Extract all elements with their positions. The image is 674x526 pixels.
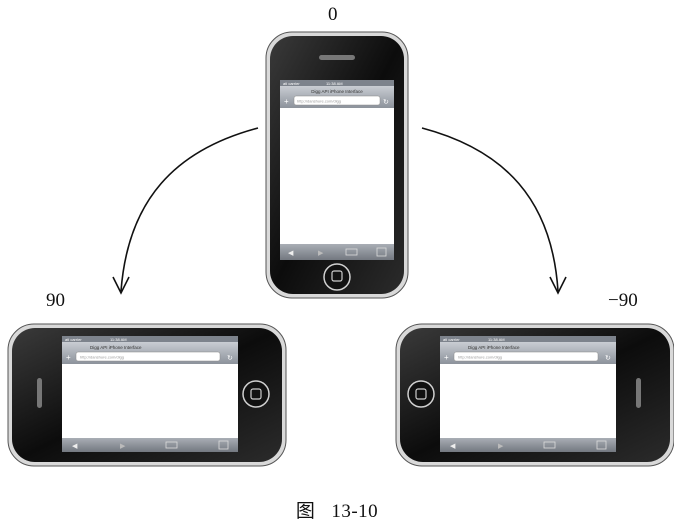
portrait-screen: atl carrier 11:38 AM Digg API iPhone Int…: [280, 80, 394, 260]
forward-icon[interactable]: ▶: [318, 250, 324, 257]
landscape-right-screen: atl carrier 11:38 AM Digg API iPhone Int…: [440, 336, 616, 452]
bookmarks-icon[interactable]: [543, 441, 556, 449]
back-icon[interactable]: ◀: [450, 443, 456, 450]
bookmarks-icon[interactable]: [165, 441, 178, 449]
url-text: http://danshure.com/digg: [297, 99, 341, 104]
add-icon[interactable]: +: [444, 353, 449, 362]
caption-prefix: 图: [295, 501, 316, 522]
forward-icon[interactable]: ▶: [498, 443, 504, 450]
status-time: 11:38 AM: [488, 337, 505, 342]
url-field[interactable]: [453, 351, 599, 362]
landscape-left-screen: atl carrier 11:38 AM Digg API iPhone Int…: [62, 336, 238, 452]
speaker-icon: [636, 378, 641, 408]
add-icon[interactable]: +: [66, 353, 71, 362]
pages-icon[interactable]: [218, 440, 229, 450]
rotation-label-left: 90: [46, 290, 65, 311]
page-title: Digg API iPhone Interface: [311, 89, 363, 94]
status-carrier: atl carrier: [283, 81, 300, 86]
page-title: Digg API iPhone Interface: [468, 345, 520, 350]
phone-portrait: atl carrier 11:38 AM Digg API iPhone Int…: [265, 31, 409, 299]
url-field[interactable]: [75, 351, 221, 362]
back-icon[interactable]: ◀: [288, 250, 294, 257]
home-button-icon: [242, 380, 270, 408]
home-button-icon: [407, 380, 435, 408]
home-button-icon: [323, 263, 351, 291]
rotation-label-right: −90: [608, 290, 638, 311]
back-icon[interactable]: ◀: [72, 443, 78, 450]
caption-number: 13-10: [331, 501, 379, 522]
right-rotation-arrow-icon: [421, 127, 559, 292]
url-text: http://danshure.com/digg: [80, 355, 124, 360]
left-arrowhead-icon: [112, 276, 130, 295]
reload-icon[interactable]: ↻: [383, 99, 389, 106]
bookmarks-icon[interactable]: [345, 248, 358, 256]
left-rotation-arrow-icon: [120, 127, 259, 292]
rotation-label-top: 0: [328, 4, 338, 25]
status-time: 11:38 AM: [110, 337, 127, 342]
url-text: http://danshure.com/digg: [458, 355, 502, 360]
figure-caption: 图 13-10: [0, 496, 674, 523]
reload-icon[interactable]: ↻: [605, 355, 611, 362]
status-carrier: atl carrier: [443, 337, 460, 342]
url-field[interactable]: [293, 95, 381, 106]
right-arrowhead-icon: [549, 276, 567, 295]
forward-icon[interactable]: ▶: [120, 443, 126, 450]
page-title: Digg API iPhone Interface: [90, 345, 142, 350]
speaker-icon: [319, 55, 355, 60]
speaker-icon: [37, 378, 42, 408]
pages-icon[interactable]: [596, 440, 607, 450]
phone-landscape-left: atl carrier 11:38 AM Digg API iPhone Int…: [7, 323, 287, 467]
add-icon[interactable]: +: [284, 97, 289, 106]
status-time: 11:38 AM: [326, 81, 343, 86]
status-carrier: atl carrier: [65, 337, 82, 342]
reload-icon[interactable]: ↻: [227, 355, 233, 362]
pages-icon[interactable]: [376, 247, 387, 257]
phone-landscape-right: atl carrier 11:38 AM Digg API iPhone Int…: [395, 323, 674, 467]
